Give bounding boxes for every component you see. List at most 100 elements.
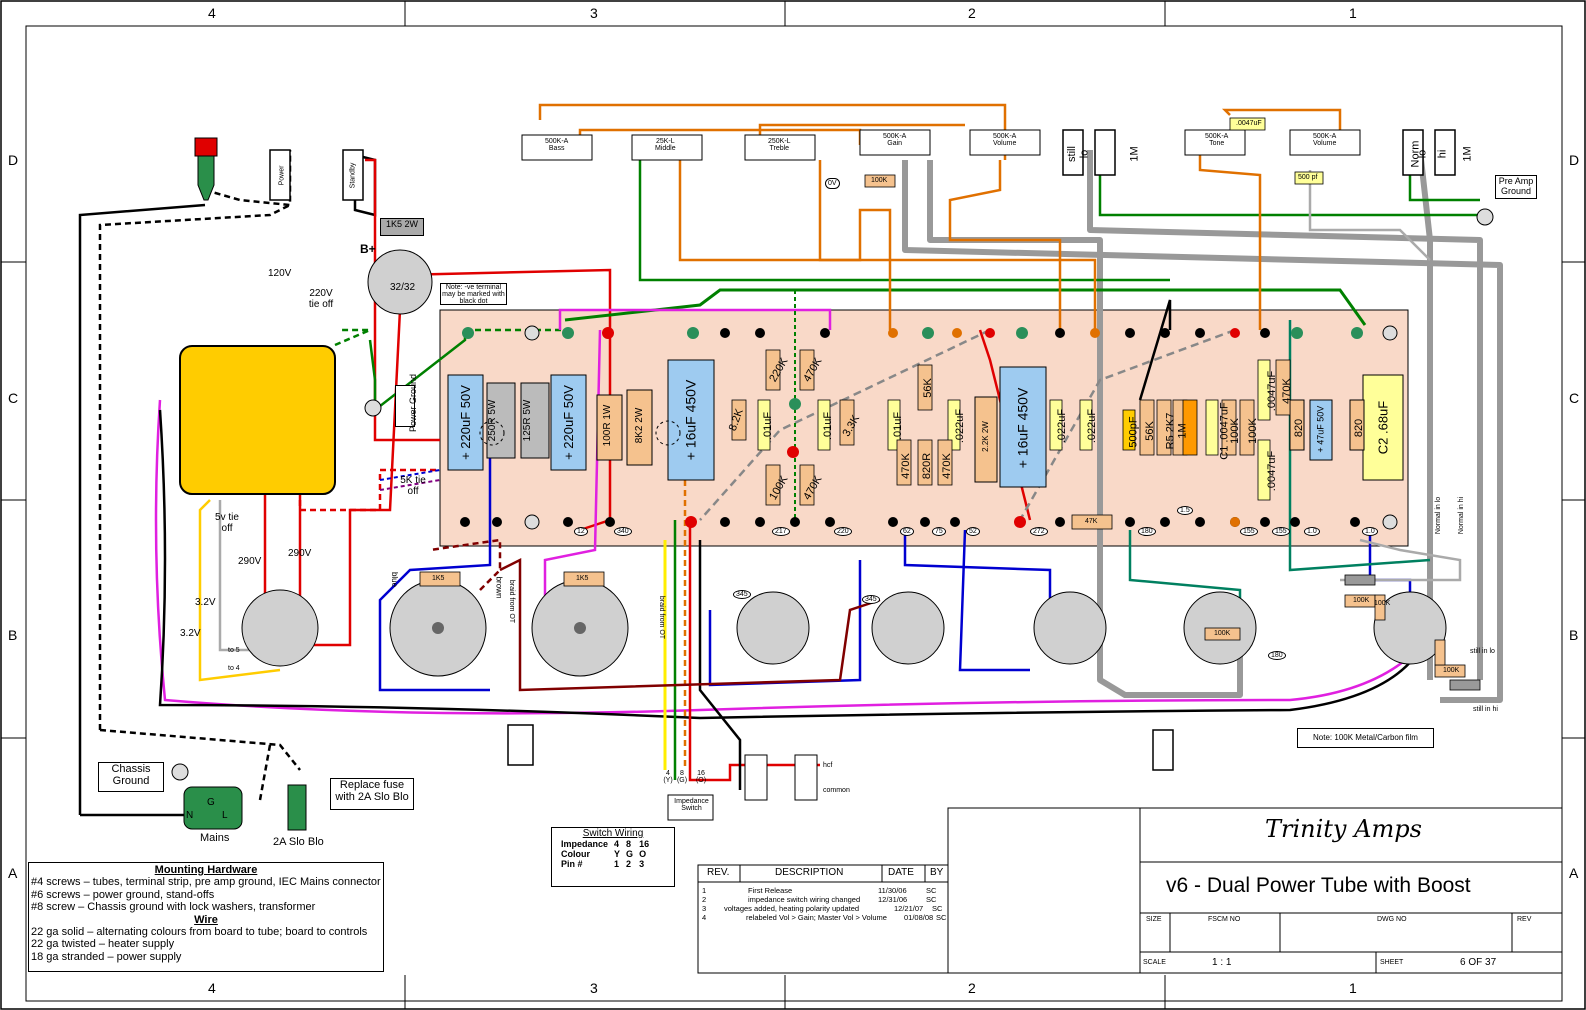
rev-label: REV bbox=[1517, 916, 1532, 923]
iec-mains bbox=[183, 786, 243, 830]
cap-220uf-2: + 220uF 50V bbox=[561, 385, 576, 460]
label-iec-l: L bbox=[222, 810, 228, 821]
label-iec-g: G bbox=[207, 797, 215, 808]
zone-col-1-bottom: 1 bbox=[1349, 980, 1357, 996]
tube-socket-v3 bbox=[871, 591, 945, 665]
mounting-hardware-box: Mounting Hardware #4 screws – tubes, ter… bbox=[28, 862, 384, 972]
label-impedance-switch: Impedance Switch bbox=[674, 798, 709, 812]
comp-1k5-b: 1K5 bbox=[576, 575, 589, 582]
node-155-a: 155 bbox=[1240, 527, 1258, 536]
chassis-ground-box: Chassis Ground bbox=[98, 762, 164, 792]
label-braid-ot-1: braid from OT bbox=[508, 579, 516, 624]
comp-01uf-c: .01uF bbox=[892, 411, 905, 441]
mounting-line-3: #8 screw – Chassis ground with lock wash… bbox=[31, 901, 316, 914]
label-0047uf-tone: .0047uF bbox=[1236, 120, 1262, 127]
node-340: 340 bbox=[614, 527, 632, 536]
note-100k-metal: Note: 100K Metal/Carbon film bbox=[1297, 728, 1434, 748]
comp-1m: 1M bbox=[1176, 423, 1189, 439]
label-fuse: 2A Slo Blo bbox=[273, 836, 324, 848]
res-8k2-2w: 8K2 2W bbox=[634, 407, 645, 444]
comp-56k-b: 56K bbox=[1143, 421, 1156, 441]
comp-820r: 820R bbox=[921, 452, 934, 480]
power-transformer bbox=[179, 345, 336, 495]
label-blue: blue bbox=[390, 571, 400, 588]
comp-022uf-b: .022uF bbox=[1056, 408, 1069, 444]
node-180-b: 180 bbox=[1268, 651, 1286, 660]
label-normal-lo: Normal in lo bbox=[1435, 496, 1443, 535]
pre-amp-ground-box: Pre Amp Ground bbox=[1495, 175, 1537, 199]
comp-1k5-a: 1K5 bbox=[432, 575, 445, 582]
label-290v-b: 290V bbox=[288, 548, 312, 559]
comp-0047uf-a: .0047uF bbox=[1266, 370, 1279, 412]
size-label: SIZE bbox=[1146, 916, 1162, 923]
label-500pf-bright: 500 pf bbox=[1298, 174, 1318, 181]
filter-cap-can bbox=[367, 249, 433, 315]
zone-col-1-top: 1 bbox=[1349, 5, 1357, 21]
res-250r-5w: 250R 5W bbox=[487, 399, 498, 442]
label-3v2-b: 3.2V bbox=[180, 628, 201, 639]
node-180-a: 180 bbox=[1138, 527, 1156, 536]
label-to-5: to 5 bbox=[228, 647, 240, 654]
node-155-b: 155 bbox=[1272, 527, 1290, 536]
tube-socket-v1 bbox=[1373, 591, 1447, 665]
tube-socket-v2 bbox=[1033, 591, 1107, 665]
jack-still-a: still bbox=[1065, 146, 1078, 162]
label-power-switch: Power bbox=[278, 165, 286, 186]
zone-row-d-left: D bbox=[8, 152, 19, 168]
note-negative-terminal: Note: -ve terminal may be marked with bl… bbox=[440, 283, 507, 305]
jack-lo-b: lo bbox=[1416, 149, 1429, 159]
tube-socket-rectifier bbox=[241, 589, 319, 667]
zone-col-3-top: 3 bbox=[590, 5, 598, 21]
jack-1m-a: 1M bbox=[1128, 146, 1141, 162]
label-220v: 220V tie off bbox=[308, 288, 334, 310]
comp-022uf-a: .022uF bbox=[954, 408, 967, 444]
scale-label: SCALE bbox=[1143, 959, 1166, 966]
zone-col-4-bottom: 4 bbox=[208, 980, 216, 996]
resistor-1k5-2w: 1K5 2W bbox=[380, 218, 424, 236]
switch-wiring-title: Switch Wiring bbox=[582, 828, 644, 839]
node-345-a: 345 bbox=[733, 590, 751, 599]
sheet-value: 6 OF 37 bbox=[1460, 957, 1497, 968]
node-345-b: 345 bbox=[862, 595, 880, 604]
res-100r-1w: 100R 1W bbox=[602, 404, 613, 447]
node-12: 12 bbox=[574, 527, 588, 536]
wire-line-1: 22 ga solid – alternating colours from b… bbox=[31, 926, 368, 939]
zone-row-d-right: D bbox=[1569, 152, 1580, 168]
zone-row-c-left: C bbox=[8, 390, 19, 406]
label-braid-ot-2: braid from OT bbox=[658, 595, 666, 640]
label-imp-16: 16 (O) bbox=[695, 770, 707, 784]
label-5k: 5K tie off bbox=[400, 475, 426, 497]
comp-100k-boost: 100K bbox=[1214, 630, 1231, 637]
label-b-plus: B+ bbox=[360, 242, 376, 256]
jack-hi: hi bbox=[1436, 149, 1449, 159]
label-3v2-a: 3.2V bbox=[195, 597, 216, 608]
comp-100k-b: 100K bbox=[1228, 418, 1241, 444]
cap-c2-68uf: C2 .68uF bbox=[1375, 400, 1391, 455]
zone-col-2-top: 2 bbox=[968, 5, 976, 21]
comp-470k-d: 470K bbox=[940, 453, 953, 479]
wire-title: Wire bbox=[194, 913, 218, 926]
comp-820-b: 820 bbox=[1353, 418, 1366, 438]
dwg-label: DWG NO bbox=[1377, 916, 1407, 923]
res-2k2-2w: 2.2K 2W bbox=[981, 421, 990, 452]
comp-r5-2k7: R5 2K7 bbox=[1164, 412, 1177, 450]
zone-col-3-bottom: 3 bbox=[590, 980, 598, 996]
mounting-line-2: #6 screws – power ground, stand-offs bbox=[31, 888, 215, 901]
zone-col-2-bottom: 2 bbox=[968, 980, 976, 996]
label-imp-4: 4 (Y) bbox=[663, 770, 673, 784]
label-to-4: to 4 bbox=[228, 665, 240, 672]
rev-header-date: DATE bbox=[888, 867, 914, 878]
label-32-32: 32/32 bbox=[390, 282, 416, 293]
zone-col-4-top: 4 bbox=[208, 5, 216, 21]
comp-01uf-a: .01uF bbox=[762, 411, 775, 441]
